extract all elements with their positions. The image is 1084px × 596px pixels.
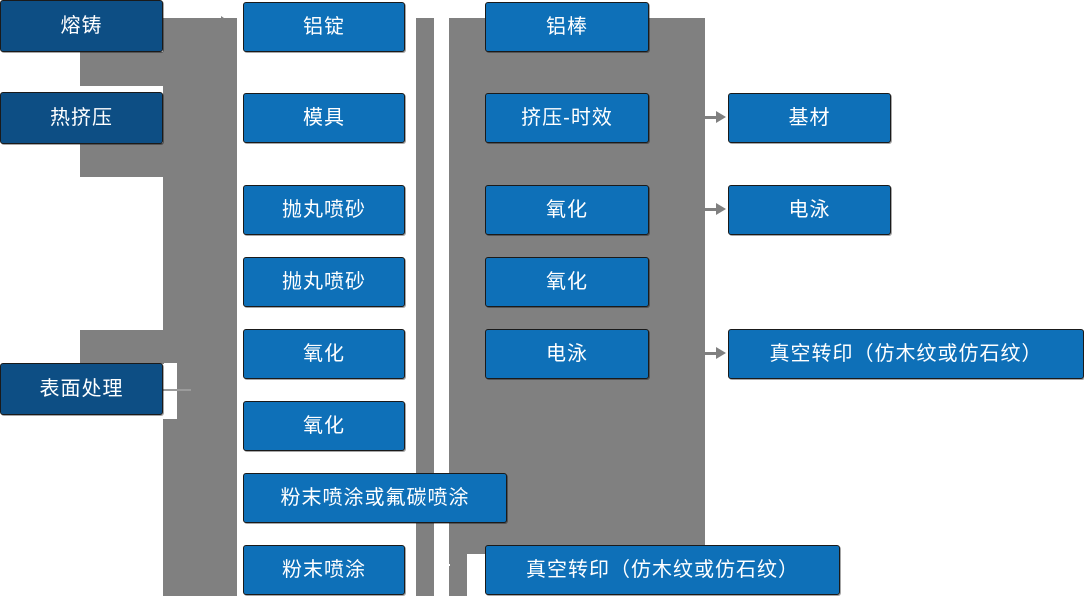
- node-powder-coating[interactable]: 粉末喷涂: [243, 545, 405, 595]
- stage-casting-label: 熔铸: [60, 15, 103, 37]
- node-aluminum-bar-label: 铝棒: [546, 16, 588, 38]
- node-base-material[interactable]: 基材: [728, 93, 891, 143]
- arrow-to-vacuum-transfer: [700, 346, 728, 362]
- stage-hot-extrusion-label: 热挤压: [50, 107, 113, 129]
- connector-bus-left: [163, 18, 237, 596]
- bus-mid-tick-4: [434, 280, 450, 282]
- arrow-to-electrophoresis: [700, 202, 728, 218]
- node-mold-label: 模具: [303, 107, 345, 129]
- bus-left-arrow-2: [221, 107, 237, 129]
- node-aluminum-bar[interactable]: 铝棒: [485, 2, 649, 52]
- node-extrusion-aging[interactable]: 挤压-时效: [485, 93, 649, 143]
- stage-surface-treatment[interactable]: 表面处理: [0, 363, 163, 415]
- stage-hot-extrusion[interactable]: 热挤压: [0, 92, 163, 144]
- node-shot-blasting-2-label: 抛丸喷砂: [282, 271, 366, 293]
- node-oxidation-c2-2-label: 氧化: [303, 415, 345, 437]
- bus-mid-tick-2: [434, 118, 450, 120]
- bus-left-arrow-8: [221, 559, 237, 581]
- node-oxidation-c2-1-label: 氧化: [303, 343, 345, 365]
- bus-mid-tick-3: [434, 207, 450, 209]
- connector-surface-treatment-line: [163, 389, 191, 391]
- node-electrophoresis-c3-label: 电泳: [546, 343, 588, 365]
- node-shot-blasting-2[interactable]: 抛丸喷砂: [243, 257, 405, 307]
- connector-tail-surface: [80, 330, 164, 364]
- node-powder-coating-label: 粉末喷涂: [282, 559, 366, 581]
- node-oxidation-c3-1[interactable]: 氧化: [485, 185, 649, 235]
- node-oxidation-c3-2-label: 氧化: [546, 271, 588, 293]
- bus-mid-gap: [434, 360, 450, 380]
- bus-left-notch: [163, 363, 177, 419]
- node-extrusion-aging-label: 挤压-时效: [521, 107, 613, 129]
- node-mold[interactable]: 模具: [243, 93, 405, 143]
- node-electrophoresis-c4-label: 电泳: [788, 199, 831, 221]
- node-oxidation-c3-2[interactable]: 氧化: [485, 257, 649, 307]
- node-vacuum-transfer-c3[interactable]: 真空转印（仿木纹或仿石纹）: [485, 545, 840, 595]
- node-oxidation-c3-1-label: 氧化: [546, 199, 588, 221]
- stage-surface-treatment-label: 表面处理: [39, 378, 124, 400]
- node-electrophoresis-c4[interactable]: 电泳: [728, 185, 891, 235]
- bus-mid-tick-5: [434, 352, 450, 354]
- node-oxidation-c2-2[interactable]: 氧化: [243, 401, 405, 451]
- bus-left-arrow-5: [221, 343, 237, 365]
- connector-tail-casting: [80, 52, 164, 86]
- node-shot-blasting-1[interactable]: 抛丸喷砂: [243, 185, 405, 235]
- bus-mid-tick-1: [434, 22, 450, 24]
- connector-tail-hot-extrusion: [80, 143, 164, 177]
- node-oxidation-c2-1[interactable]: 氧化: [243, 329, 405, 379]
- node-aluminum-ingot[interactable]: 铝锭: [243, 2, 405, 52]
- node-vacuum-transfer-c4-label: 真空转印（仿木纹或仿石纹）: [769, 343, 1043, 365]
- stage-casting[interactable]: 熔铸: [0, 0, 163, 52]
- bus-left-arrow-6: [221, 415, 237, 437]
- bus-mid-tick-6: [434, 564, 450, 566]
- node-powder-or-fluorocarbon-coating-label: 粉末喷涂或氟碳喷涂: [280, 487, 470, 509]
- bus-left-arrow-7: [221, 487, 237, 509]
- bus-left-arrow-4: [221, 271, 237, 293]
- node-electrophoresis-c3[interactable]: 电泳: [485, 329, 649, 379]
- arrow-to-base-material: [700, 110, 728, 126]
- node-powder-or-fluorocarbon-coating[interactable]: 粉末喷涂或氟碳喷涂: [243, 473, 507, 523]
- node-aluminum-ingot-label: 铝锭: [303, 16, 345, 38]
- bus-left-arrow-3: [221, 199, 237, 221]
- node-vacuum-transfer-c3-label: 真空转印（仿木纹或仿石纹）: [526, 559, 799, 581]
- bus-left-arrow-1: [221, 16, 237, 38]
- connector-bus-mid-a: [416, 18, 434, 596]
- node-vacuum-transfer-c4[interactable]: 真空转印（仿木纹或仿石纹）: [728, 329, 1084, 379]
- node-base-material-label: 基材: [788, 107, 831, 129]
- node-shot-blasting-1-label: 抛丸喷砂: [282, 199, 366, 221]
